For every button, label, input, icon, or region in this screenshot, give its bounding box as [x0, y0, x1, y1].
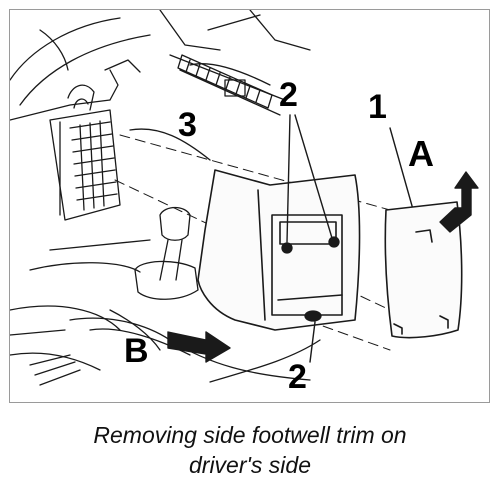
illustration-frame: 3 2 1 A B 2 [9, 9, 490, 403]
fuse-box [49, 69, 121, 221]
callout-number-1: 1 [368, 88, 387, 126]
figure-caption: Removing side footwell trim on driver's … [0, 420, 500, 480]
callout-number-2-bottom: 2 [288, 358, 307, 396]
callout-number-2-top: 2 [279, 76, 298, 114]
callout-number-3: 3 [178, 106, 197, 144]
callout-leaders [286, 114, 417, 363]
caption-line-2: driver's side [189, 452, 311, 478]
caption-line-1: Removing side footwell trim on [93, 422, 407, 448]
air-vent [177, 54, 273, 109]
footwell-trim-illustration [10, 10, 479, 386]
side-trim-panel [197, 169, 361, 331]
callout-letter-b: B [124, 332, 149, 370]
dashboard-background [10, 10, 311, 161]
direction-arrow-b [167, 331, 231, 363]
callout-letter-a: A [408, 133, 434, 174]
cover-flap [384, 201, 463, 339]
direction-arrow-a [439, 171, 479, 233]
retaining-clips [281, 236, 340, 322]
gear-selector [10, 206, 321, 386]
